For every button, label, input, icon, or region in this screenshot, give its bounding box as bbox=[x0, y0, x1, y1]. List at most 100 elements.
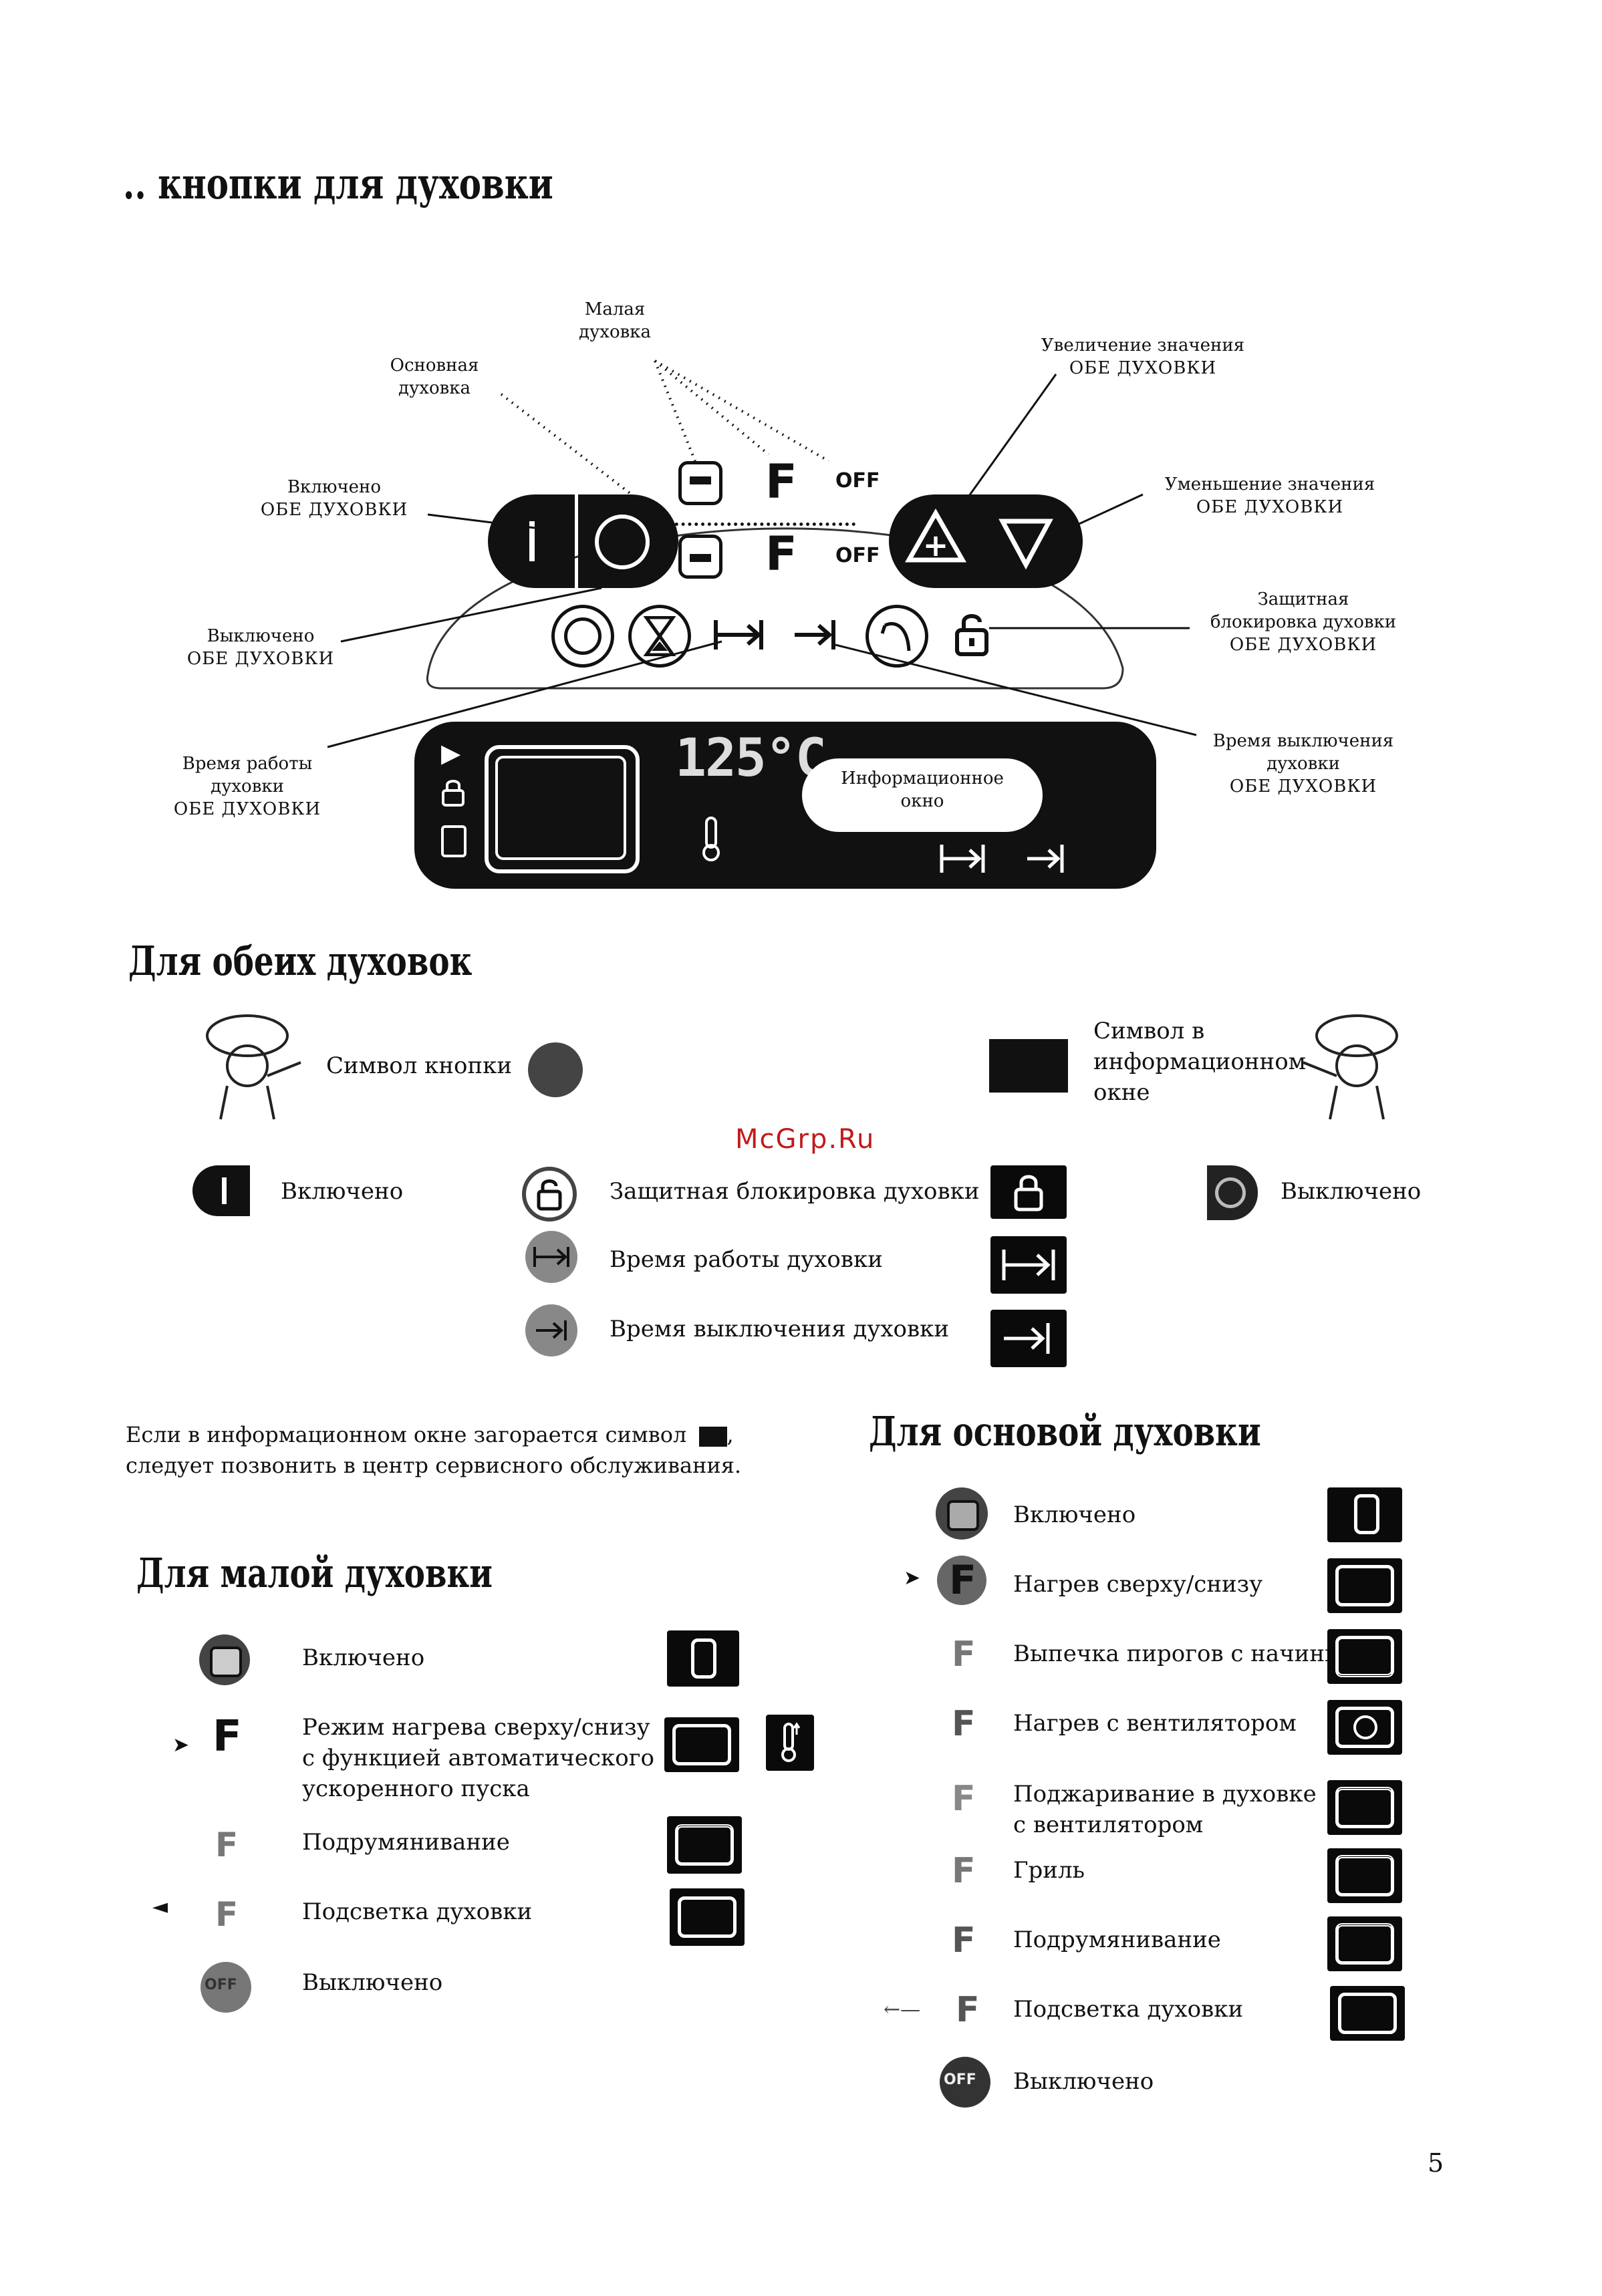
thermometer-icon bbox=[702, 817, 720, 861]
working-time-lcd-icon bbox=[990, 1236, 1067, 1294]
main-oven-light-lcd bbox=[1330, 1986, 1405, 2041]
control-panel-diagram: F OFF F OFF + ▶ 125°C Информационное окн… bbox=[374, 374, 1230, 895]
main-oven-off-label: Выключено bbox=[1013, 2068, 1154, 2095]
main-oven-browning-label: Подрумянивание bbox=[1013, 1926, 1221, 1953]
main-oven-label: Основная духовка bbox=[390, 355, 479, 398]
main-oven-off-glyph: OFF bbox=[944, 2071, 976, 2088]
small-oven-heading: Для малой духовки bbox=[136, 1550, 493, 1597]
key-button[interactable] bbox=[865, 605, 928, 668]
info-symbol-icon bbox=[989, 1039, 1068, 1093]
small-oven-off-label: Выключено bbox=[302, 1969, 443, 1996]
small-oven-light-arrow: ◄ bbox=[152, 1895, 168, 1918]
small-oven-off-label: OFF bbox=[835, 469, 880, 492]
small-oven-on-icon bbox=[199, 1634, 250, 1685]
lock-lcd-icon bbox=[990, 1165, 1067, 1219]
small-oven-light-label: Подсветка духовки bbox=[302, 1898, 533, 1925]
lock-sub: ОБЕ ДУХОВКИ bbox=[1229, 635, 1377, 655]
small-oven-topbottom-lcd bbox=[664, 1717, 739, 1772]
small-oven-icon bbox=[678, 461, 722, 505]
main-oven-topbottom-label: Нагрев сверху/снизу bbox=[1013, 1571, 1263, 1598]
main-oven-grill-label: Гриль bbox=[1013, 1857, 1085, 1884]
on-both-text: Включено bbox=[287, 477, 382, 497]
main-oven-f-icon: F bbox=[765, 527, 797, 581]
off-both-label: Выключено ОБЕ ДУХОВКИ bbox=[180, 625, 341, 670]
service-note-text: Если в информационном окне загорается си… bbox=[126, 1422, 687, 1447]
lock-label-row: Защитная блокировка духовки bbox=[610, 1178, 980, 1205]
decrease-text: Уменьшение значения bbox=[1164, 474, 1375, 494]
main-oven-pie-f: F bbox=[952, 1634, 976, 1675]
small-oven-light-f: F bbox=[215, 1895, 239, 1934]
off-time-button[interactable] bbox=[792, 615, 839, 655]
main-oven-pie-label: Выпечка пирогов с начинкой bbox=[1013, 1640, 1368, 1667]
off-time-sub: ОБЕ ДУХОВКИ bbox=[1229, 776, 1377, 797]
small-oven-label: Малая духовка bbox=[578, 299, 651, 342]
off-circle-icon bbox=[595, 515, 650, 569]
main-oven-light-f: F bbox=[956, 1990, 980, 2030]
small-oven-fast-start-lcd bbox=[766, 1715, 814, 1771]
increase-text: Увеличение значения bbox=[1041, 335, 1245, 355]
main-oven-fan-lcd bbox=[1327, 1700, 1402, 1755]
main-oven-browning-f: F bbox=[952, 1920, 976, 1961]
decrease-label: Уменьшение значения ОБЕ ДУХОВКИ bbox=[1150, 473, 1390, 519]
main-oven-f-glyph: F bbox=[949, 1557, 976, 1604]
key-icon bbox=[880, 621, 911, 652]
increase-label: Увеличение значения ОБЕ ДУХОВКИ bbox=[1023, 334, 1263, 380]
on-label: Включено bbox=[281, 1178, 404, 1205]
main-oven-on-label: Включено bbox=[1013, 1501, 1136, 1528]
lock-button-icon bbox=[522, 1167, 577, 1222]
on-both-sub: ОБЕ ДУХОВКИ bbox=[260, 500, 408, 520]
service-note-comma: , bbox=[726, 1422, 734, 1447]
increase-button[interactable]: + bbox=[889, 494, 982, 588]
working-time-sub: ОБЕ ДУХОВКИ bbox=[173, 799, 321, 819]
timer-button[interactable] bbox=[628, 605, 691, 668]
watermark: McGrp.Ru bbox=[735, 1124, 876, 1155]
off-both-text: Выключено bbox=[207, 626, 315, 646]
small-oven-on-label: Включено bbox=[302, 1644, 425, 1671]
working-time-button[interactable] bbox=[712, 615, 765, 655]
button-symbol-label: Символ кнопки bbox=[326, 1052, 513, 1079]
main-oven-arrow-icon: ➤ bbox=[904, 1566, 921, 1590]
clock-icon bbox=[564, 617, 602, 655]
row-divider bbox=[668, 523, 855, 526]
main-oven-light-arrow: ←— bbox=[884, 1998, 921, 2021]
both-ovens-heading: Для обеих духовок bbox=[128, 938, 473, 985]
off-button-icon bbox=[1207, 1165, 1258, 1220]
main-oven-grill-lcd bbox=[1327, 1848, 1402, 1903]
display-oven-icon bbox=[441, 825, 466, 857]
off-button[interactable] bbox=[578, 494, 678, 588]
small-oven-browning-f: F bbox=[215, 1826, 239, 1864]
service-note-line1: Если в информационном окне загорается си… bbox=[126, 1419, 734, 1450]
on-button-icon bbox=[192, 1165, 250, 1216]
off-time-label: Время выключения духовки ОБЕ ДУХОВКИ bbox=[1203, 730, 1404, 798]
main-oven-on-lcd bbox=[1327, 1487, 1402, 1542]
off-time-lcd-icon bbox=[990, 1310, 1067, 1367]
on-button[interactable] bbox=[488, 494, 575, 588]
lock-button[interactable] bbox=[954, 611, 989, 657]
info-window-label: Информационное окно bbox=[841, 768, 1004, 811]
main-oven-heading: Для основой духовки bbox=[869, 1409, 1261, 1455]
main-oven-light-label: Подсветка духовки bbox=[1013, 1996, 1244, 2023]
on-both-label: Включено ОБЕ ДУХОВКИ bbox=[254, 476, 414, 521]
clock-button[interactable] bbox=[551, 605, 614, 668]
hourglass-icon bbox=[644, 616, 676, 656]
working-time-text: Время работы духовки bbox=[182, 754, 313, 797]
on-bar-icon bbox=[529, 521, 535, 561]
button-symbol-icon bbox=[528, 1042, 583, 1097]
off-time-icon bbox=[525, 1304, 577, 1356]
lock-label: Защитная блокировка духовки ОБЕ ДУХОВКИ bbox=[1196, 588, 1410, 656]
small-oven-arrow-icon: ➤ bbox=[172, 1733, 190, 1757]
main-oven-on-icon bbox=[936, 1487, 988, 1540]
info-window-callout bbox=[802, 758, 1043, 832]
decrease-button[interactable] bbox=[982, 494, 1083, 588]
small-oven-light-lcd bbox=[670, 1888, 745, 1946]
display-wrench-icon: ▶ bbox=[441, 738, 461, 768]
small-oven-topbottom-f: F bbox=[213, 1712, 242, 1761]
page-title: .. кнопки для духовки bbox=[123, 159, 553, 209]
small-oven-on-lcd bbox=[667, 1630, 739, 1687]
chef-icon-right bbox=[1303, 1014, 1398, 1120]
small-oven-browning-lcd bbox=[667, 1816, 742, 1874]
main-oven-fan-grill-f: F bbox=[952, 1779, 976, 1819]
main-oven-fan-grill-label: Поджаривание в духовке с вентилятором bbox=[1013, 1781, 1317, 1838]
small-oven-off-glyph: OFF bbox=[205, 1977, 237, 1993]
small-oven-browning-label: Подрумянивание bbox=[302, 1829, 510, 1856]
